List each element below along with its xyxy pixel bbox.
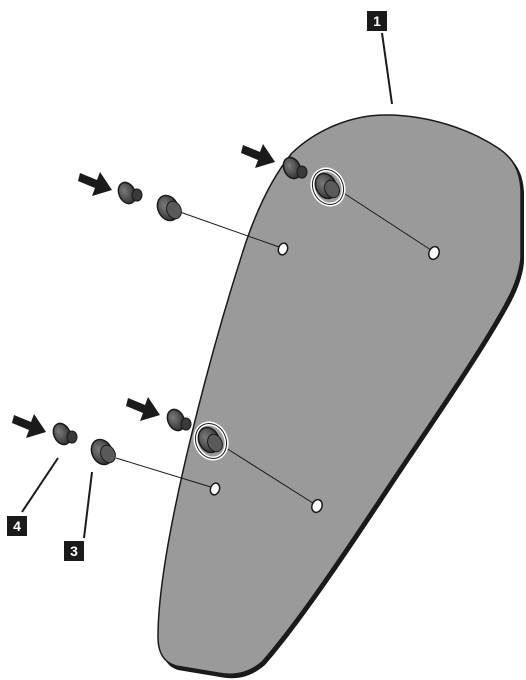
hole-top-left xyxy=(277,242,289,256)
arrow-icon xyxy=(126,397,160,421)
fastener-set-bottom-right xyxy=(166,408,229,461)
screw-shank xyxy=(131,188,143,202)
grommet-collar xyxy=(100,444,116,464)
callout-1-leader xyxy=(381,32,393,105)
assembly-line-top-right xyxy=(341,191,435,253)
fastener-set-top-right xyxy=(282,156,346,207)
screw-shank xyxy=(180,417,192,431)
grommet-collar xyxy=(207,433,223,453)
direction-arrows xyxy=(12,144,275,438)
grommet-collar xyxy=(324,179,340,199)
grommet-collar xyxy=(166,200,182,220)
arrow-icon xyxy=(241,144,275,168)
hole-bottom-right xyxy=(311,498,323,514)
grommet-highlight-outline xyxy=(194,422,228,460)
callout-3-leader xyxy=(83,471,93,539)
assembly-line-bottom-left xyxy=(115,457,215,489)
screw-head xyxy=(282,156,302,180)
callout-4-label: 4 xyxy=(7,516,27,536)
callout-3-label: 3 xyxy=(64,541,84,561)
screw-shank xyxy=(296,165,308,179)
arrow-icon xyxy=(78,172,112,196)
arrow-icon xyxy=(12,414,46,438)
fastener-set-top-left xyxy=(117,181,182,222)
assembly-lines xyxy=(115,191,435,506)
assembly-line-bottom-right xyxy=(225,447,317,506)
screw-head xyxy=(52,422,72,446)
screw-shank xyxy=(66,430,78,444)
fastener-set-bottom-left xyxy=(52,422,116,466)
screw-head xyxy=(166,408,186,432)
callout-4-leader xyxy=(21,457,59,513)
panel-holes xyxy=(209,242,440,514)
hole-top-right xyxy=(428,245,440,261)
callout-1-label: 1 xyxy=(367,11,387,31)
hole-bottom-left xyxy=(209,482,221,496)
grommet-highlight-outline xyxy=(311,168,345,206)
assembly-line-top-left xyxy=(179,211,283,249)
